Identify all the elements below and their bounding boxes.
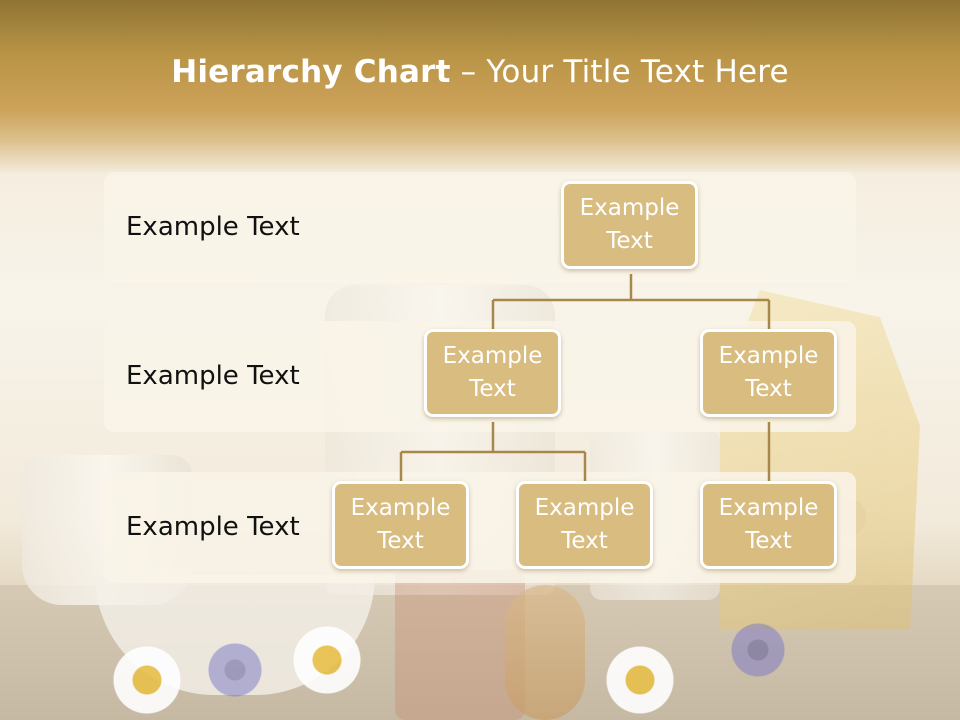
cornflower-icon: [205, 640, 265, 700]
daisy-icon: [605, 645, 675, 715]
title-rest: – Your Title Text Here: [450, 54, 789, 90]
node-level2-left[interactable]: Example Text: [424, 329, 561, 417]
level-band-1: Example Text: [104, 172, 856, 283]
title-bold: Hierarchy Chart: [171, 54, 451, 90]
node-level3-b[interactable]: Example Text: [516, 481, 653, 569]
jar-image: [395, 570, 525, 720]
connector-left-to-level3: [399, 422, 587, 481]
node-level3-a[interactable]: Example Text: [332, 481, 469, 569]
node-level3-c[interactable]: Example Text: [700, 481, 837, 569]
level-2-label: Example Text: [126, 361, 300, 391]
node-level2-right[interactable]: Example Text: [700, 329, 837, 417]
daisy-icon: [292, 625, 362, 695]
level-1-label: Example Text: [126, 212, 300, 242]
daisy-icon: [112, 645, 182, 715]
wooden-spoon-image: [505, 585, 585, 720]
node-root[interactable]: Example Text: [561, 181, 698, 269]
connector-root-to-level2: [491, 274, 771, 329]
slide-title: Hierarchy Chart – Your Title Text Here: [0, 54, 960, 90]
level-3-label: Example Text: [126, 512, 300, 542]
cornflower-icon: [728, 620, 788, 680]
